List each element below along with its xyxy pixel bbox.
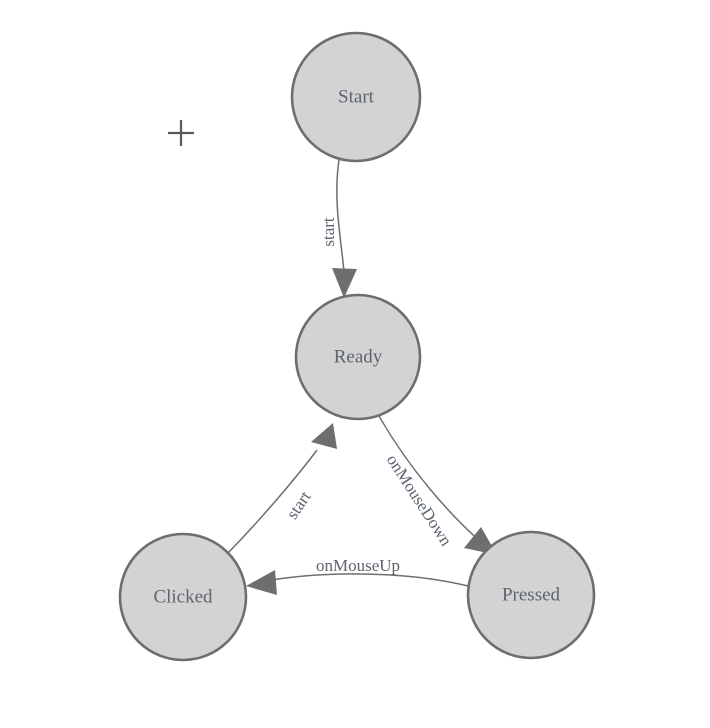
- arrowhead-start-to-ready: [332, 268, 357, 298]
- node-ready-label: Ready: [334, 346, 383, 367]
- node-clicked-label: Clicked: [153, 586, 213, 607]
- edge-clicked-to-ready[interactable]: start: [227, 423, 337, 554]
- node-clicked[interactable]: Clicked: [118, 532, 248, 662]
- edge-path-pressed-to-clicked: [265, 573, 469, 587]
- edge-label-clicked-to-ready: start: [283, 487, 315, 522]
- edge-label-ready-to-pressed: onMouseDown: [383, 451, 456, 550]
- arrowhead-clicked-to-ready: [311, 423, 337, 449]
- node-pressed-circle: [466, 530, 596, 660]
- edge-label-pressed-to-clicked: onMouseUp: [316, 556, 400, 575]
- node-ready[interactable]: Ready: [294, 293, 422, 421]
- edge-path-start-to-ready: [336, 159, 345, 273]
- edge-pressed-to-clicked[interactable]: onMouseUp: [246, 556, 469, 595]
- node-start-circle: [290, 31, 422, 163]
- crosshair-icon: [168, 120, 194, 146]
- arrowhead-pressed-to-clicked: [246, 570, 277, 595]
- edge-path-clicked-to-ready: [227, 449, 318, 554]
- node-ready-circle: [294, 293, 422, 421]
- node-start-label: Start: [338, 86, 375, 107]
- edge-start-to-ready[interactable]: start: [319, 159, 357, 298]
- edge-label-start-to-ready: start: [319, 217, 338, 247]
- edge-path-ready-to-pressed: [378, 415, 483, 544]
- edge-ready-to-pressed[interactable]: onMouseDown: [378, 415, 497, 555]
- node-start[interactable]: Start: [290, 31, 422, 163]
- node-pressed[interactable]: Pressed: [466, 530, 596, 660]
- node-pressed-label: Pressed: [502, 584, 561, 605]
- node-clicked-circle: [118, 532, 248, 662]
